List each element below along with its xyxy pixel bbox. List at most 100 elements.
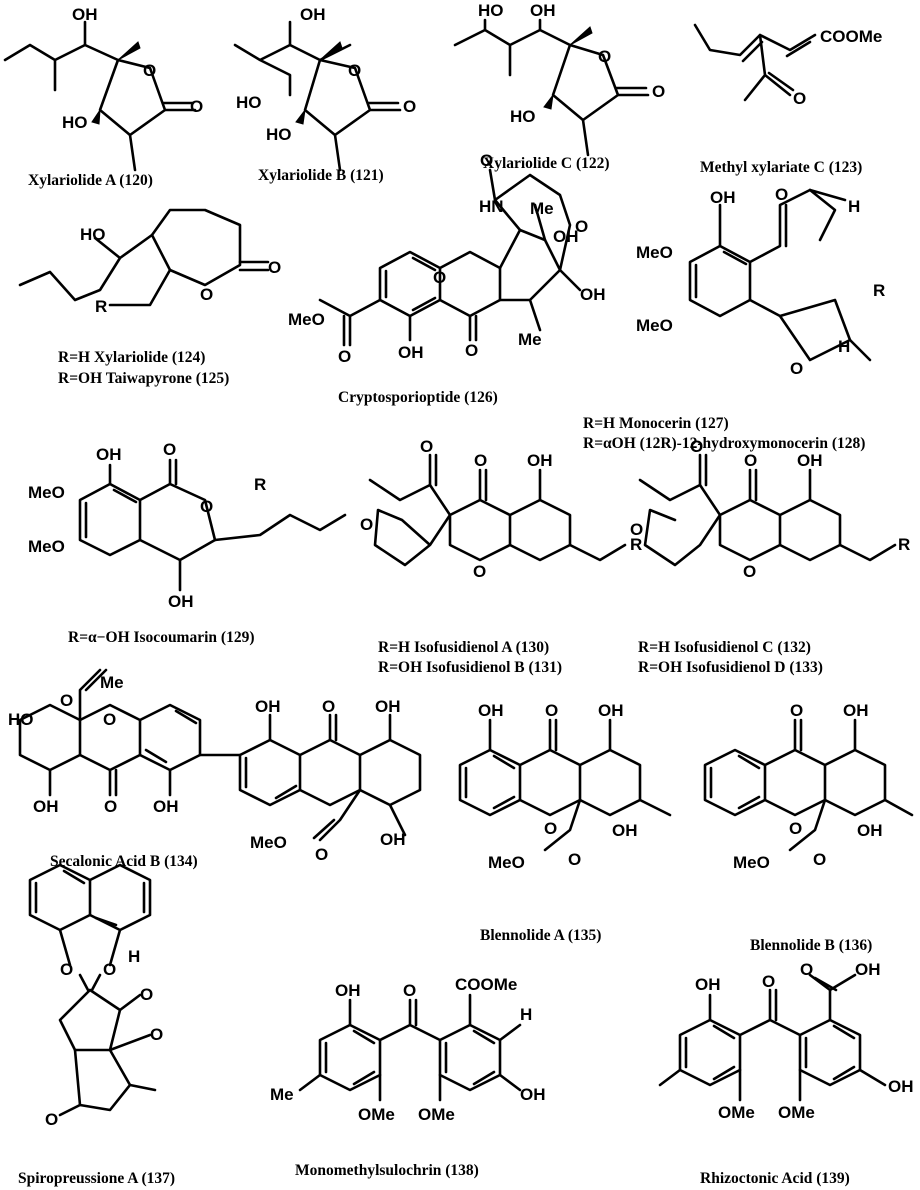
atom-o: O <box>568 850 581 869</box>
atom-oh: OH <box>695 975 721 994</box>
atom-o: O <box>813 850 826 869</box>
atom-o: O <box>790 359 803 378</box>
atom-oh: OH <box>300 5 326 24</box>
atom-me: Me <box>530 199 554 218</box>
atom-o: O <box>268 258 281 277</box>
atom-o: O <box>315 845 328 864</box>
caption-124: R=H Xylariolide (124) <box>58 349 205 366</box>
atom-o: O <box>45 1110 58 1129</box>
atom-o: O <box>348 61 361 80</box>
atom-o: O <box>103 710 116 729</box>
structure-138 <box>298 993 522 1102</box>
atom-o: O <box>143 61 156 80</box>
caption-137: Spiropreussione A (137) <box>18 1170 175 1187</box>
atom-h: H <box>838 337 850 356</box>
structure-126 <box>318 168 582 347</box>
structure-127 <box>688 188 872 362</box>
caption-125: R=OH Taiwapyrone (125) <box>58 370 229 387</box>
atom-o: O <box>598 47 611 66</box>
atom-r: R <box>630 535 642 554</box>
structure-129 <box>78 458 347 592</box>
atom-o: O <box>360 515 373 534</box>
atom-coome: COOMe <box>820 27 882 46</box>
structure-137 <box>28 863 157 1117</box>
caption-132: R=H Isofusidienol C (132) <box>638 639 811 656</box>
structure-121 <box>233 20 402 172</box>
atom-o: O <box>104 797 117 816</box>
atom-o: O <box>793 89 806 108</box>
atom-o: O <box>322 697 335 716</box>
structure-122 <box>453 18 650 157</box>
caption-123: Methyl xylariate C (123) <box>700 159 862 176</box>
atom-oh: OH <box>520 1085 546 1104</box>
atom-ho: HO <box>510 107 536 126</box>
atom-oh: OH <box>553 227 579 246</box>
atom-o: O <box>60 960 73 979</box>
caption-139: Rhizoctonic Acid (139) <box>700 1170 850 1187</box>
atom-ome: OMe <box>778 1103 815 1122</box>
structure-123 <box>693 23 817 102</box>
caption-126: Cryptosporioptide (126) <box>338 389 498 406</box>
atom-oh: OH <box>255 697 281 716</box>
atom-oh: OH <box>710 188 736 207</box>
atom-me: Me <box>270 1085 294 1104</box>
atom-oh: OH <box>72 5 98 24</box>
atom-oh: OH <box>855 960 881 979</box>
atom-o: O <box>190 97 203 116</box>
atom-oh: OH <box>478 701 504 720</box>
atom-o: O <box>103 960 116 979</box>
atom-meo: MeO <box>488 853 525 872</box>
atom-me: Me <box>518 330 542 349</box>
atom-o: O <box>140 985 153 1004</box>
atom-oh: OH <box>857 821 883 840</box>
caption-138: Monomethylsulochrin (138) <box>295 1162 479 1179</box>
atom-r: R <box>95 297 107 316</box>
atom-o: O <box>575 217 588 236</box>
atom-meo: MeO <box>28 483 65 502</box>
atom-o: O <box>545 701 558 720</box>
atom-hn: HN <box>479 197 504 216</box>
atom-oh: OH <box>153 797 179 816</box>
atom-o: O <box>403 97 416 116</box>
caption-122: Xylariolide C (122) <box>483 155 610 172</box>
atom-oh: OH <box>168 592 194 611</box>
atom-o: O <box>544 819 557 838</box>
atom-o: O <box>60 691 73 710</box>
atom-oh: OH <box>580 285 606 304</box>
structure-139 <box>658 973 887 1102</box>
atom-meo: MeO <box>288 310 325 329</box>
atom-me: Me <box>100 673 124 692</box>
atom-oh: OH <box>335 981 361 1000</box>
atom-ho: HO <box>266 125 292 144</box>
atom-oh: OH <box>398 343 424 362</box>
atom-ho: HO <box>62 113 88 132</box>
structure-132 <box>638 453 897 567</box>
atom-o: O <box>789 819 802 838</box>
caption-120: Xylariolide A (120) <box>28 172 153 189</box>
atom-meo: MeO <box>28 537 65 556</box>
atom-ome: OMe <box>358 1105 395 1124</box>
atom-o: O <box>473 562 486 581</box>
atom-o: O <box>790 701 803 720</box>
atom-o: O <box>200 497 213 516</box>
caption-121: Xylariolide B (121) <box>258 167 384 184</box>
structure-124 <box>18 208 270 307</box>
atom-o: O <box>800 960 813 979</box>
atom-meo: MeO <box>733 853 770 872</box>
atom-h: H <box>848 197 860 216</box>
atom-oh: OH <box>843 701 869 720</box>
atom-o: O <box>465 341 478 360</box>
structure-136 <box>703 718 914 852</box>
atom-o: O <box>150 1025 163 1044</box>
atom-o: O <box>690 437 703 456</box>
atom-r: R <box>898 535 910 554</box>
atom-ome: OMe <box>718 1103 755 1122</box>
caption-127: R=H Monocerin (127) <box>583 415 729 432</box>
atom-o: O <box>775 185 788 204</box>
atom-oh: OH <box>380 830 406 849</box>
atom-oh: OH <box>96 445 122 464</box>
atom-o: O <box>338 347 351 366</box>
atom-oh: OH <box>888 1077 914 1096</box>
caption-130: R=H Isofusidienol A (130) <box>378 639 549 656</box>
